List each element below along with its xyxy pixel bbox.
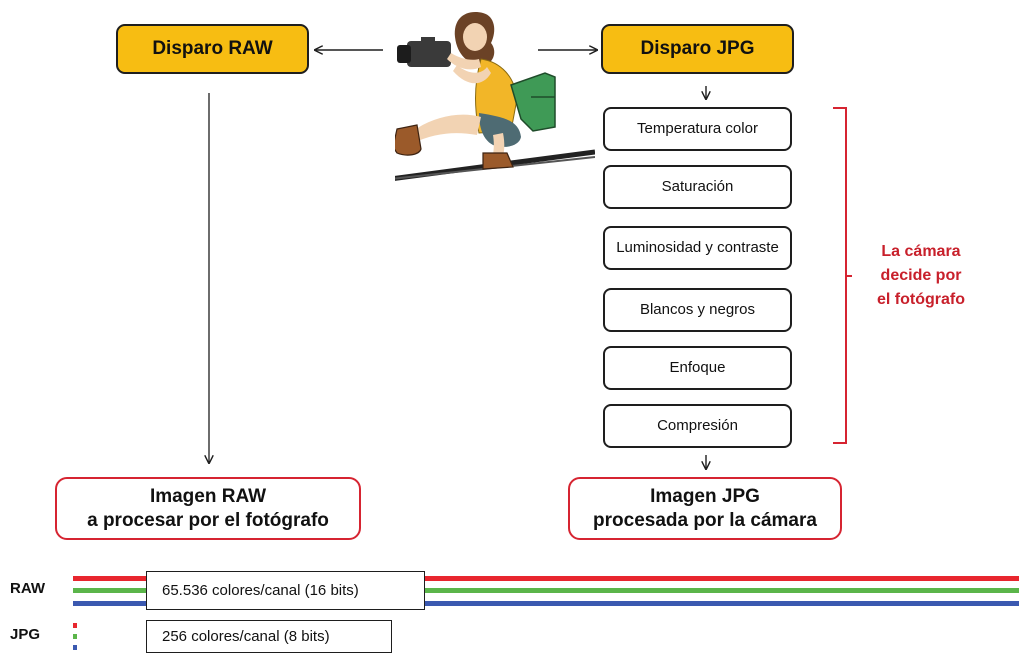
jpg-shot-box: Disparo JPG (601, 24, 794, 74)
raw-blue-channel (73, 601, 1019, 606)
jpg-result-title: Imagen JPG (650, 485, 760, 507)
note-line: La cámara (881, 243, 961, 260)
note-line: decide por (880, 267, 962, 284)
raw-result-subtitle: a procesar por el fotógrafo (87, 509, 329, 531)
step-compresion: Compresión (603, 404, 792, 448)
jpg-red-channel (73, 623, 77, 628)
raw-red-channel (73, 576, 1019, 581)
jpg-depth-label: JPG (10, 626, 41, 643)
jpg-depth-box: 256 colores/canal (8 bits) (146, 620, 392, 653)
raw-shot-box: Disparo RAW (116, 24, 309, 74)
step-blancos-negros: Blancos y negros (603, 288, 792, 332)
raw-depth-label: RAW (10, 580, 45, 597)
raw-green-channel (73, 588, 1019, 593)
jpg-result-box: Imagen JPG procesada por la cámara (568, 477, 842, 540)
bracket-icon (833, 107, 852, 444)
step-temperatura: Temperatura color (603, 107, 792, 151)
raw-result-box: Imagen RAW a procesar por el fotógrafo (55, 477, 361, 540)
jpg-blue-channel (73, 645, 77, 650)
raw-depth-box: 65.536 colores/canal (16 bits) (146, 571, 425, 610)
note-line: el fotógrafo (877, 291, 965, 308)
camera-decides-note: La cámara decide por el fotógrafo (862, 240, 980, 312)
step-saturacion: Saturación (603, 165, 792, 209)
jpg-green-channel (73, 634, 77, 639)
photographer-illustration (395, 12, 595, 181)
jpg-result-subtitle: procesada por la cámara (593, 509, 817, 531)
step-enfoque: Enfoque (603, 346, 792, 390)
raw-result-title: Imagen RAW (149, 485, 267, 507)
step-luminosidad: Luminosidad y contraste (603, 226, 792, 270)
